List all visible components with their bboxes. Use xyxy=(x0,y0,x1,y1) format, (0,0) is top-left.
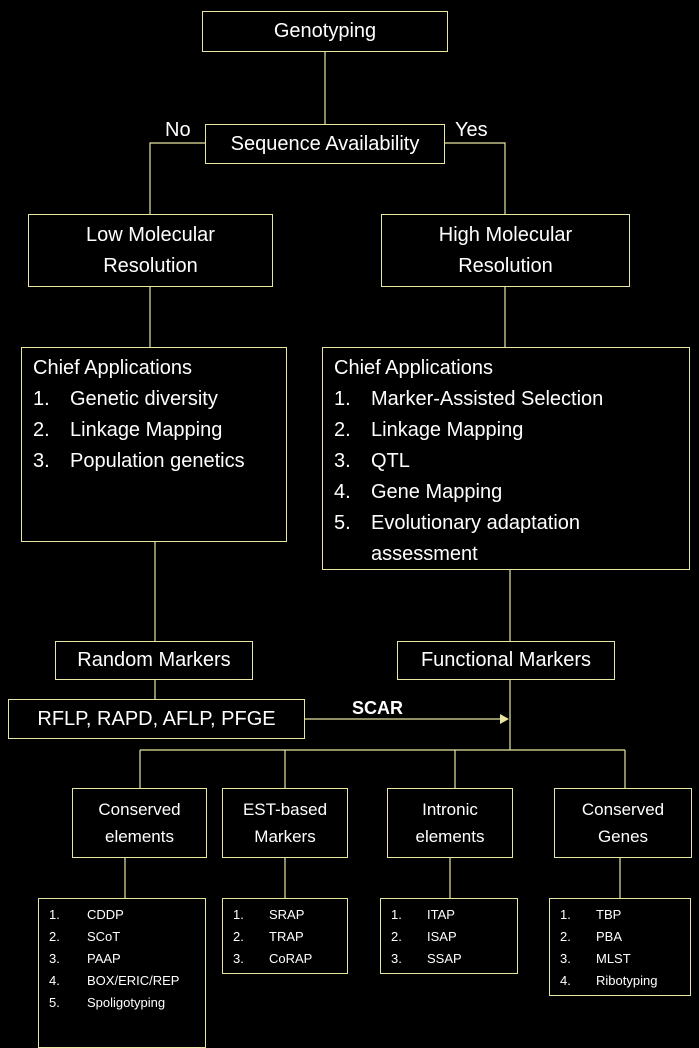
list-item: 1.SRAP xyxy=(233,907,305,922)
scar-label: SCAR xyxy=(352,698,404,718)
list-item: 3.Population genetics xyxy=(33,450,245,472)
list-item: 2.TRAP xyxy=(233,929,304,944)
high-applications-list: 1.Marker-Assisted Selection 2.Linkage Ma… xyxy=(334,384,689,570)
list-conserved-genes: 1.TBP 2.PBA 3.MLST 4.Ribotyping xyxy=(549,898,691,996)
high-resolution-line1: High Molecular xyxy=(438,223,573,246)
genotyping-label: Genotyping xyxy=(273,20,377,42)
functional-markers-label: Functional Markers xyxy=(420,649,592,671)
list-item: 2.ISAP xyxy=(391,929,457,944)
functional-markers-box: Functional Markers xyxy=(397,641,615,680)
connector-yes-branch xyxy=(445,142,506,214)
random-techniques-label: RFLP, RAPD, AFLP, PFGE xyxy=(37,707,276,730)
high-resolution-box: High Molecular Resolution xyxy=(381,214,630,287)
low-applications-title: Chief Applications xyxy=(33,357,192,379)
list-item: 4.Ribotyping xyxy=(560,973,658,988)
list-item: 3.MLST xyxy=(560,951,631,966)
list-est-based-markers: 1.SRAP 2.TRAP 3.CoRAP xyxy=(222,898,348,974)
no-label: No xyxy=(165,119,191,141)
list-item: 4.BOX/ERIC/REP xyxy=(49,973,180,988)
category-intronic-elements: Intronic elements xyxy=(387,788,513,858)
list-item: 5.Spoligotyping xyxy=(49,995,166,1010)
sequence-availability-label: Sequence Availability xyxy=(230,132,420,155)
random-markers-label: Random Markers xyxy=(77,649,231,671)
list-item: 2.SCoT xyxy=(49,929,121,944)
high-applications-box: Chief Applications 1.Marker-Assisted Sel… xyxy=(322,347,690,570)
list-item: 1.ITAP xyxy=(391,907,455,922)
list-item: 1.Genetic diversity xyxy=(33,388,218,410)
high-resolution-line2: Resolution xyxy=(458,254,553,277)
list-conserved-elements: 1.CDDP 2.SCoT 3.PAAP 4.BOX/ERIC/REP 5.Sp… xyxy=(38,898,206,1048)
low-applications-list: 1.Genetic diversity 2.Linkage Mapping 3.… xyxy=(33,384,286,477)
category-est-based-markers: EST-based Markers xyxy=(222,788,348,858)
sequence-availability-box: Sequence Availability xyxy=(205,124,445,164)
category-conserved-elements: Conserved elements xyxy=(72,788,207,858)
list-item: 5.Evolutionary adaptation xyxy=(334,512,581,534)
genotyping-box: Genotyping xyxy=(202,11,448,52)
low-resolution-line1: Low Molecular xyxy=(86,223,215,246)
list-item: 2.Linkage Mapping xyxy=(334,419,524,441)
arrowhead xyxy=(500,714,509,724)
list-item: 2.Linkage Mapping xyxy=(33,419,223,441)
list-item: 3.SSAP xyxy=(391,951,462,966)
list-item: 3.QTL xyxy=(334,450,410,472)
list-item: 1.TBP xyxy=(560,907,622,922)
list-item: 3.CoRAP xyxy=(233,951,313,966)
yes-label: Yes xyxy=(455,119,488,141)
list-item: 2.PBA xyxy=(560,929,623,944)
random-markers-box: Random Markers xyxy=(55,641,253,680)
high-applications-title: Chief Applications xyxy=(334,357,493,379)
list-item: 1.Marker-Assisted Selection xyxy=(334,388,604,410)
random-techniques-box: RFLP, RAPD, AFLP, PFGE xyxy=(8,699,305,739)
low-applications-box: Chief Applications 1.Genetic diversity 2… xyxy=(21,347,287,542)
list-intronic-elements: 1.ITAP 2.ISAP 3.SSAP xyxy=(380,898,518,974)
list-item: 4.Gene Mapping xyxy=(334,481,503,503)
connector-no-branch xyxy=(149,142,205,214)
low-resolution-line2: Resolution xyxy=(103,254,198,277)
list-item: assessment xyxy=(371,543,478,565)
low-resolution-box: Low Molecular Resolution xyxy=(28,214,273,287)
category-conserved-genes: Conserved Genes xyxy=(554,788,692,858)
list-item: 3.PAAP xyxy=(49,951,121,966)
list-item: 1.CDDP xyxy=(49,907,124,922)
